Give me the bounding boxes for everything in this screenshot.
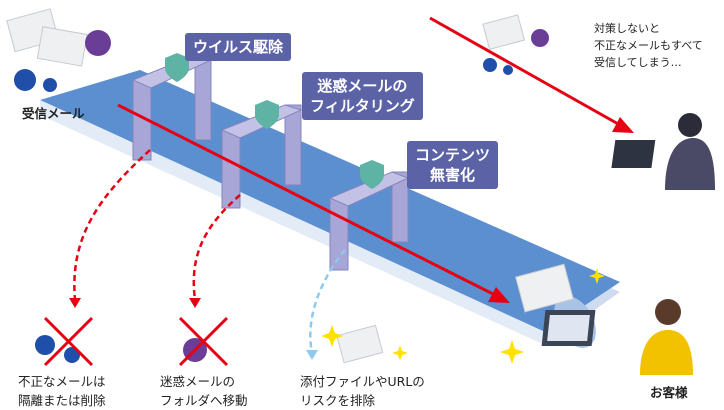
attacked-user bbox=[611, 113, 715, 190]
envelope-icon bbox=[6, 8, 574, 364]
stage-label-spam: 迷惑メールの フィルタリング bbox=[302, 72, 423, 120]
mail-flow-arrow bbox=[117, 16, 634, 303]
shield-icon bbox=[165, 53, 384, 189]
outcome-spam: 迷惑メールの フォルダへ移動 bbox=[160, 372, 248, 410]
gate-sanitize bbox=[328, 171, 410, 271]
blocked-x-icon bbox=[43, 316, 229, 367]
outcome-line: フォルダへ移動 bbox=[160, 393, 248, 408]
note-line: 受信してしまう… bbox=[594, 56, 682, 69]
note-line: 不正なメールもすべて bbox=[594, 39, 703, 52]
without-protection-note: 対策しないと 不正なメールもすべて 受信してしまう… bbox=[594, 20, 703, 71]
customer-label: お客様 bbox=[650, 385, 688, 400]
stage-label-line: コンテンツ bbox=[415, 146, 491, 164]
sparkle-icon bbox=[321, 268, 605, 364]
outcome-virus: 不正なメールは 隔離または削除 bbox=[18, 372, 106, 410]
virus-icon bbox=[14, 58, 513, 363]
outcome-sanitize: 添付ファイルやURLの リスクを排除 bbox=[300, 372, 425, 410]
outcome-line: 不正なメールは bbox=[18, 374, 106, 389]
branch-arrows bbox=[73, 149, 346, 353]
outcome-line: 添付ファイルやURLの bbox=[300, 374, 425, 389]
customer bbox=[541, 299, 693, 375]
stage-label-line: 迷惑メールの bbox=[317, 77, 408, 95]
stage-label-line: 無害化 bbox=[430, 166, 476, 184]
incoming-mail-label: 受信メール bbox=[22, 106, 85, 121]
stage-label-virus: ウイルス駆除 bbox=[185, 33, 292, 61]
note-line: 対策しないと bbox=[594, 22, 660, 35]
stage-label-sanitize: コンテンツ 無害化 bbox=[407, 141, 499, 189]
outcome-line: リスクを排除 bbox=[300, 393, 376, 408]
outcome-line: 隔離または削除 bbox=[18, 393, 106, 408]
outcome-line: 迷惑メールの bbox=[160, 374, 236, 389]
stage-label-line: フィルタリング bbox=[310, 97, 415, 115]
